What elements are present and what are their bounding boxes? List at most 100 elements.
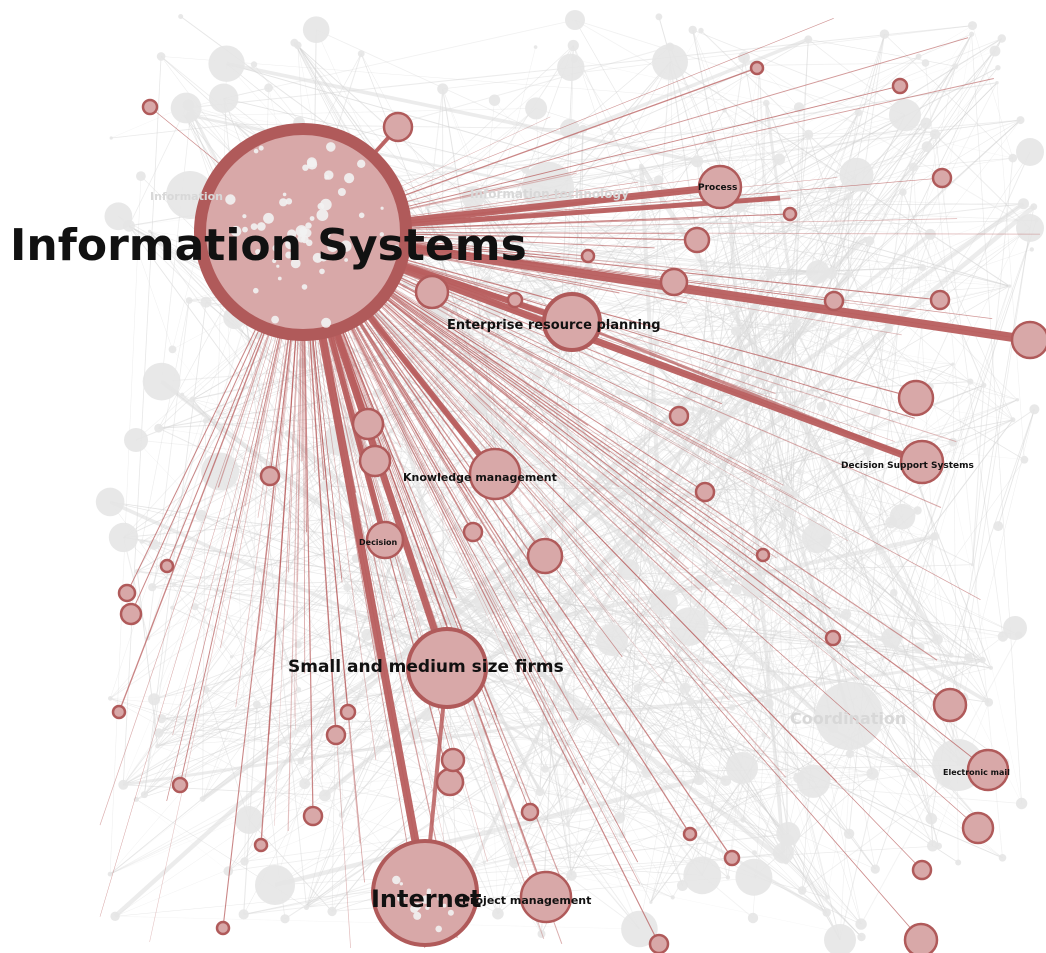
background-node (299, 778, 311, 790)
node-overlap-speck (321, 317, 332, 328)
background-edge (695, 544, 765, 736)
node-overlap-speck (257, 222, 266, 231)
background-edge (426, 207, 1010, 287)
background-edge (547, 134, 809, 189)
background-node (796, 764, 831, 798)
background-edge (158, 301, 818, 734)
background-edge (292, 239, 835, 730)
background-node (727, 219, 732, 224)
background-edge (494, 187, 865, 309)
background-edge (764, 102, 798, 324)
thin-edge (302, 231, 641, 885)
background-node (235, 806, 263, 834)
background-node (1016, 138, 1044, 166)
background-node (805, 635, 809, 639)
background-node (708, 414, 715, 421)
node-overlap-speck (425, 905, 430, 910)
background-node (1016, 116, 1025, 125)
background-edge (223, 97, 1010, 287)
node-overlap-speck (253, 287, 259, 294)
node-enterprise-resource-planning (542, 292, 602, 352)
background-edge (457, 527, 1003, 858)
highlighted-nodes (111, 60, 1046, 953)
node-process (697, 164, 743, 210)
background-node (635, 617, 641, 622)
background-node (238, 909, 249, 920)
background-node (698, 27, 704, 34)
background-node (866, 767, 879, 780)
background-node (1007, 284, 1012, 288)
background-node (649, 900, 653, 904)
background-edge (485, 601, 569, 824)
background-edge (243, 165, 642, 915)
background-edge (231, 511, 789, 658)
background-node (154, 423, 164, 433)
background-node (695, 826, 701, 832)
background-edge (699, 134, 936, 497)
background-node (693, 574, 706, 587)
background-node (421, 710, 433, 722)
background-edge (151, 420, 207, 588)
background-edge (566, 376, 973, 565)
background-node (927, 840, 939, 852)
background-node (909, 621, 916, 627)
node-overlap-speck (250, 223, 258, 231)
background-edge (205, 689, 250, 821)
background-edge (902, 119, 1021, 193)
background-node (755, 371, 768, 383)
background-node (294, 41, 302, 50)
background-edge (555, 617, 572, 876)
edge-to-dss (301, 228, 924, 466)
background-edge (403, 195, 850, 576)
background-edge (808, 38, 956, 67)
thin-edge (302, 218, 958, 233)
background-node (845, 193, 853, 200)
edge (302, 231, 691, 835)
background-node (725, 875, 731, 880)
node (259, 465, 281, 487)
background-node (909, 162, 918, 172)
background-edge (331, 272, 526, 912)
background-edge (662, 289, 789, 513)
background-node (824, 924, 856, 953)
background-edge (217, 412, 700, 497)
background-node (621, 910, 658, 948)
node-overlap-speck (399, 882, 403, 886)
background-node (584, 564, 593, 573)
background-node (688, 25, 697, 35)
node-overlap-speck (380, 206, 384, 210)
background-edge (759, 65, 800, 108)
background-node (296, 686, 302, 693)
background-edge (226, 63, 1010, 287)
background-node (654, 509, 665, 520)
background-node (843, 828, 855, 839)
background-node (691, 155, 704, 168)
node-internet (371, 839, 479, 947)
background-node (783, 507, 794, 517)
background-node (327, 906, 337, 917)
node (520, 802, 540, 822)
background-edge (611, 536, 934, 641)
background-edge (541, 34, 972, 935)
background-node (195, 509, 207, 522)
node (755, 547, 771, 563)
background-edge (631, 411, 876, 491)
edge (302, 231, 660, 945)
background-node (608, 129, 614, 136)
node-overlap-speck (447, 909, 454, 916)
background-node (995, 81, 999, 85)
background-node (690, 411, 695, 416)
node (325, 724, 347, 746)
background-edge (801, 767, 969, 891)
background-node (639, 163, 644, 168)
background-edge (793, 327, 954, 443)
background-node (929, 129, 941, 140)
background-node (885, 325, 894, 333)
node-overlap-speck (324, 170, 334, 180)
node-overlap-speck (242, 226, 248, 233)
background-edge (743, 57, 1031, 229)
background-edge (433, 309, 676, 555)
background-node (773, 153, 786, 165)
background-node (679, 682, 691, 694)
background-edge (377, 393, 673, 898)
